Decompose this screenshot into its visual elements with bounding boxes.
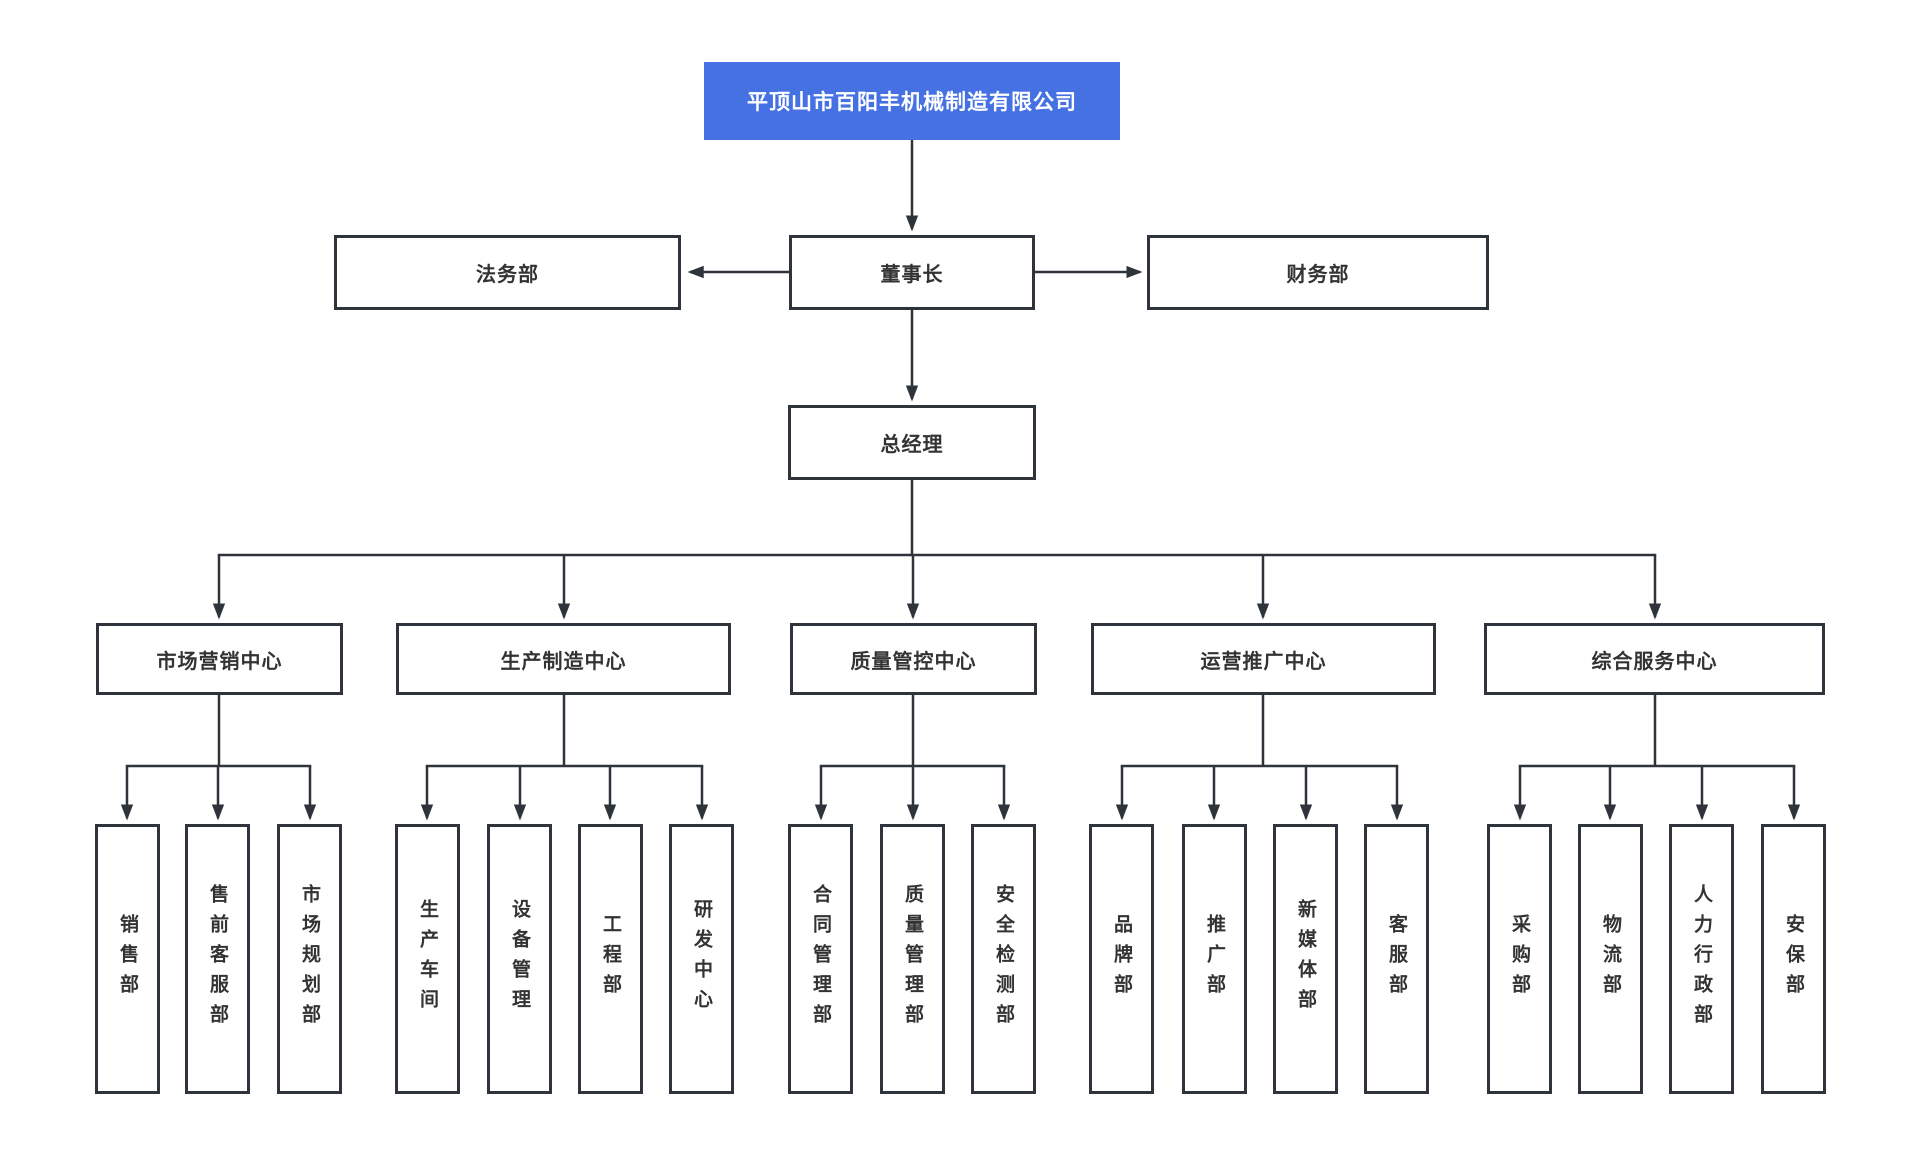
node-label: 生产车间 (417, 899, 438, 1019)
node-label: 运营推广中心 (1200, 650, 1327, 673)
node-marketing-center: 市场营销中心 (96, 623, 343, 695)
node-label: 研发中心 (691, 899, 712, 1019)
node-dept-safety-inspection: 安全检测部 (971, 824, 1036, 1094)
node-label: 安保部 (1783, 914, 1804, 1004)
node-dept-market-planning: 市场规划部 (277, 824, 342, 1094)
node-dept-contract-management: 合同管理部 (788, 824, 853, 1094)
node-dept-rnd-center: 研发中心 (669, 824, 734, 1094)
node-dept-engineering: 工程部 (578, 824, 643, 1094)
node-dept-equipment-management: 设备管理 (487, 824, 552, 1094)
node-label: 综合服务中心 (1591, 650, 1718, 673)
node-label: 法务部 (476, 264, 539, 286)
node-label: 合同管理部 (810, 884, 831, 1034)
node-label: 设备管理 (509, 899, 530, 1019)
node-dept-sales: 销售部 (95, 824, 160, 1094)
node-label: 质量管控中心 (850, 650, 977, 673)
node-production-center: 生产制造中心 (396, 623, 731, 695)
node-label: 市场规划部 (299, 884, 320, 1034)
node-label: 人力行政部 (1691, 884, 1712, 1034)
node-label: 市场营销中心 (156, 650, 283, 673)
node-finance-dept: 财务部 (1147, 235, 1489, 310)
node-label: 质量管理部 (902, 884, 923, 1034)
node-label: 物流部 (1600, 914, 1621, 1004)
node-dept-presales-service: 售前客服部 (185, 824, 250, 1094)
node-legal-dept: 法务部 (334, 235, 681, 310)
node-label: 新媒体部 (1295, 899, 1316, 1019)
node-label: 财务部 (1286, 264, 1350, 286)
node-label: 销售部 (117, 914, 138, 1004)
node-label: 平顶山市百阳丰机械制造有限公司 (747, 91, 1077, 114)
node-label: 总经理 (880, 434, 944, 456)
node-dept-logistics: 物流部 (1578, 824, 1643, 1094)
node-services-center: 综合服务中心 (1484, 623, 1825, 695)
node-company-root: 平顶山市百阳丰机械制造有限公司 (704, 62, 1120, 140)
node-dept-procurement: 采购部 (1487, 824, 1552, 1094)
node-dept-quality-management: 质量管理部 (880, 824, 945, 1094)
node-chairman: 董事长 (789, 235, 1035, 310)
node-dept-customer-service: 客服部 (1364, 824, 1429, 1094)
node-label: 生产制造中心 (500, 650, 627, 673)
node-label: 客服部 (1386, 914, 1407, 1004)
node-dept-security: 安保部 (1761, 824, 1826, 1094)
node-label: 采购部 (1509, 914, 1530, 1004)
node-general-manager: 总经理 (788, 405, 1036, 480)
node-dept-new-media: 新媒体部 (1273, 824, 1338, 1094)
node-label: 工程部 (600, 914, 621, 1004)
node-label: 推广部 (1204, 914, 1225, 1004)
node-dept-promotion: 推广部 (1182, 824, 1247, 1094)
node-dept-brand: 品牌部 (1089, 824, 1154, 1094)
node-label: 安全检测部 (993, 884, 1014, 1034)
node-label: 售前客服部 (207, 884, 228, 1034)
node-dept-hr-admin: 人力行政部 (1669, 824, 1734, 1094)
node-dept-production-workshop: 生产车间 (395, 824, 460, 1094)
node-label: 品牌部 (1111, 914, 1132, 1004)
node-operations-center: 运营推广中心 (1091, 623, 1436, 695)
node-label: 董事长 (880, 264, 944, 286)
node-quality-center: 质量管控中心 (790, 623, 1037, 695)
